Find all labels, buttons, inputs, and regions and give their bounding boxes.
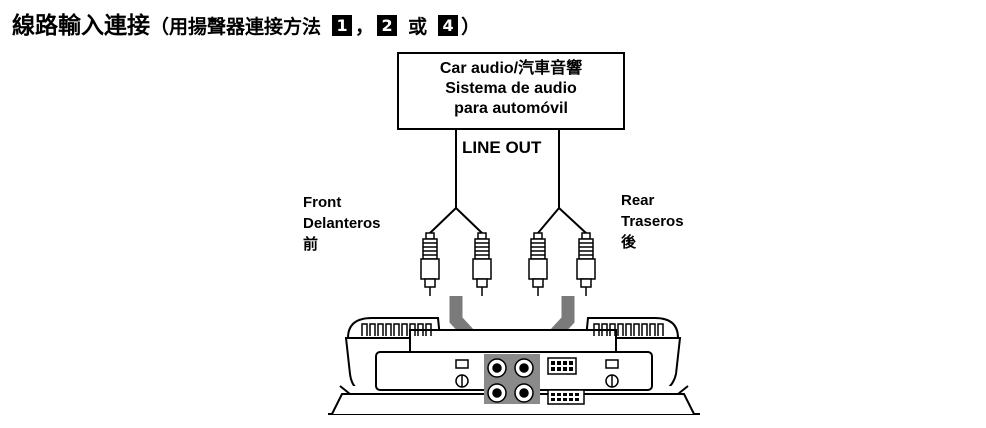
rca-plug xyxy=(420,232,440,296)
source-line-1: Car audio/汽車音響 xyxy=(439,60,583,77)
rear-label: Rear Traseros 後 xyxy=(621,190,684,253)
rca-plugs xyxy=(420,232,596,296)
source-line-3: para automóvil xyxy=(454,100,568,117)
car-audio-box: Car audio/汽車音響 Sistema de audio para aut… xyxy=(397,52,625,130)
heading-paren-close: ） xyxy=(461,16,481,38)
heat-sink-fins xyxy=(361,323,664,336)
front-label-en: Front xyxy=(303,194,342,211)
heading-or: 或 xyxy=(408,16,428,38)
heading-paren-open: （用揚聲器連接方法 xyxy=(150,16,322,38)
page-heading: 線路輸入連接（用揚聲器連接方法 1，2 或 4） xyxy=(12,6,480,40)
rca-plug xyxy=(472,232,492,296)
heading-comma: ， xyxy=(355,16,375,38)
rca-plug xyxy=(528,232,548,296)
front-label-es: Delanteros xyxy=(303,215,381,232)
source-line-2: Sistema de audio xyxy=(445,80,577,97)
rear-label-es: Traseros xyxy=(621,213,684,230)
method-number-2: 2 xyxy=(377,15,398,36)
rear-label-zh: 後 xyxy=(621,234,637,251)
method-number-4: 4 xyxy=(438,15,459,36)
line-out-label: LINE OUT xyxy=(462,138,542,157)
heading-title: 線路輸入連接 xyxy=(12,13,150,39)
rca-plug xyxy=(576,232,596,296)
front-label-zh: 前 xyxy=(303,236,319,253)
connector-pins xyxy=(551,361,579,401)
rear-label-en: Rear xyxy=(621,192,655,209)
method-number-1: 1 xyxy=(332,15,353,36)
signal-cables xyxy=(429,130,587,234)
front-label: Front Delanteros 前 xyxy=(303,192,381,255)
